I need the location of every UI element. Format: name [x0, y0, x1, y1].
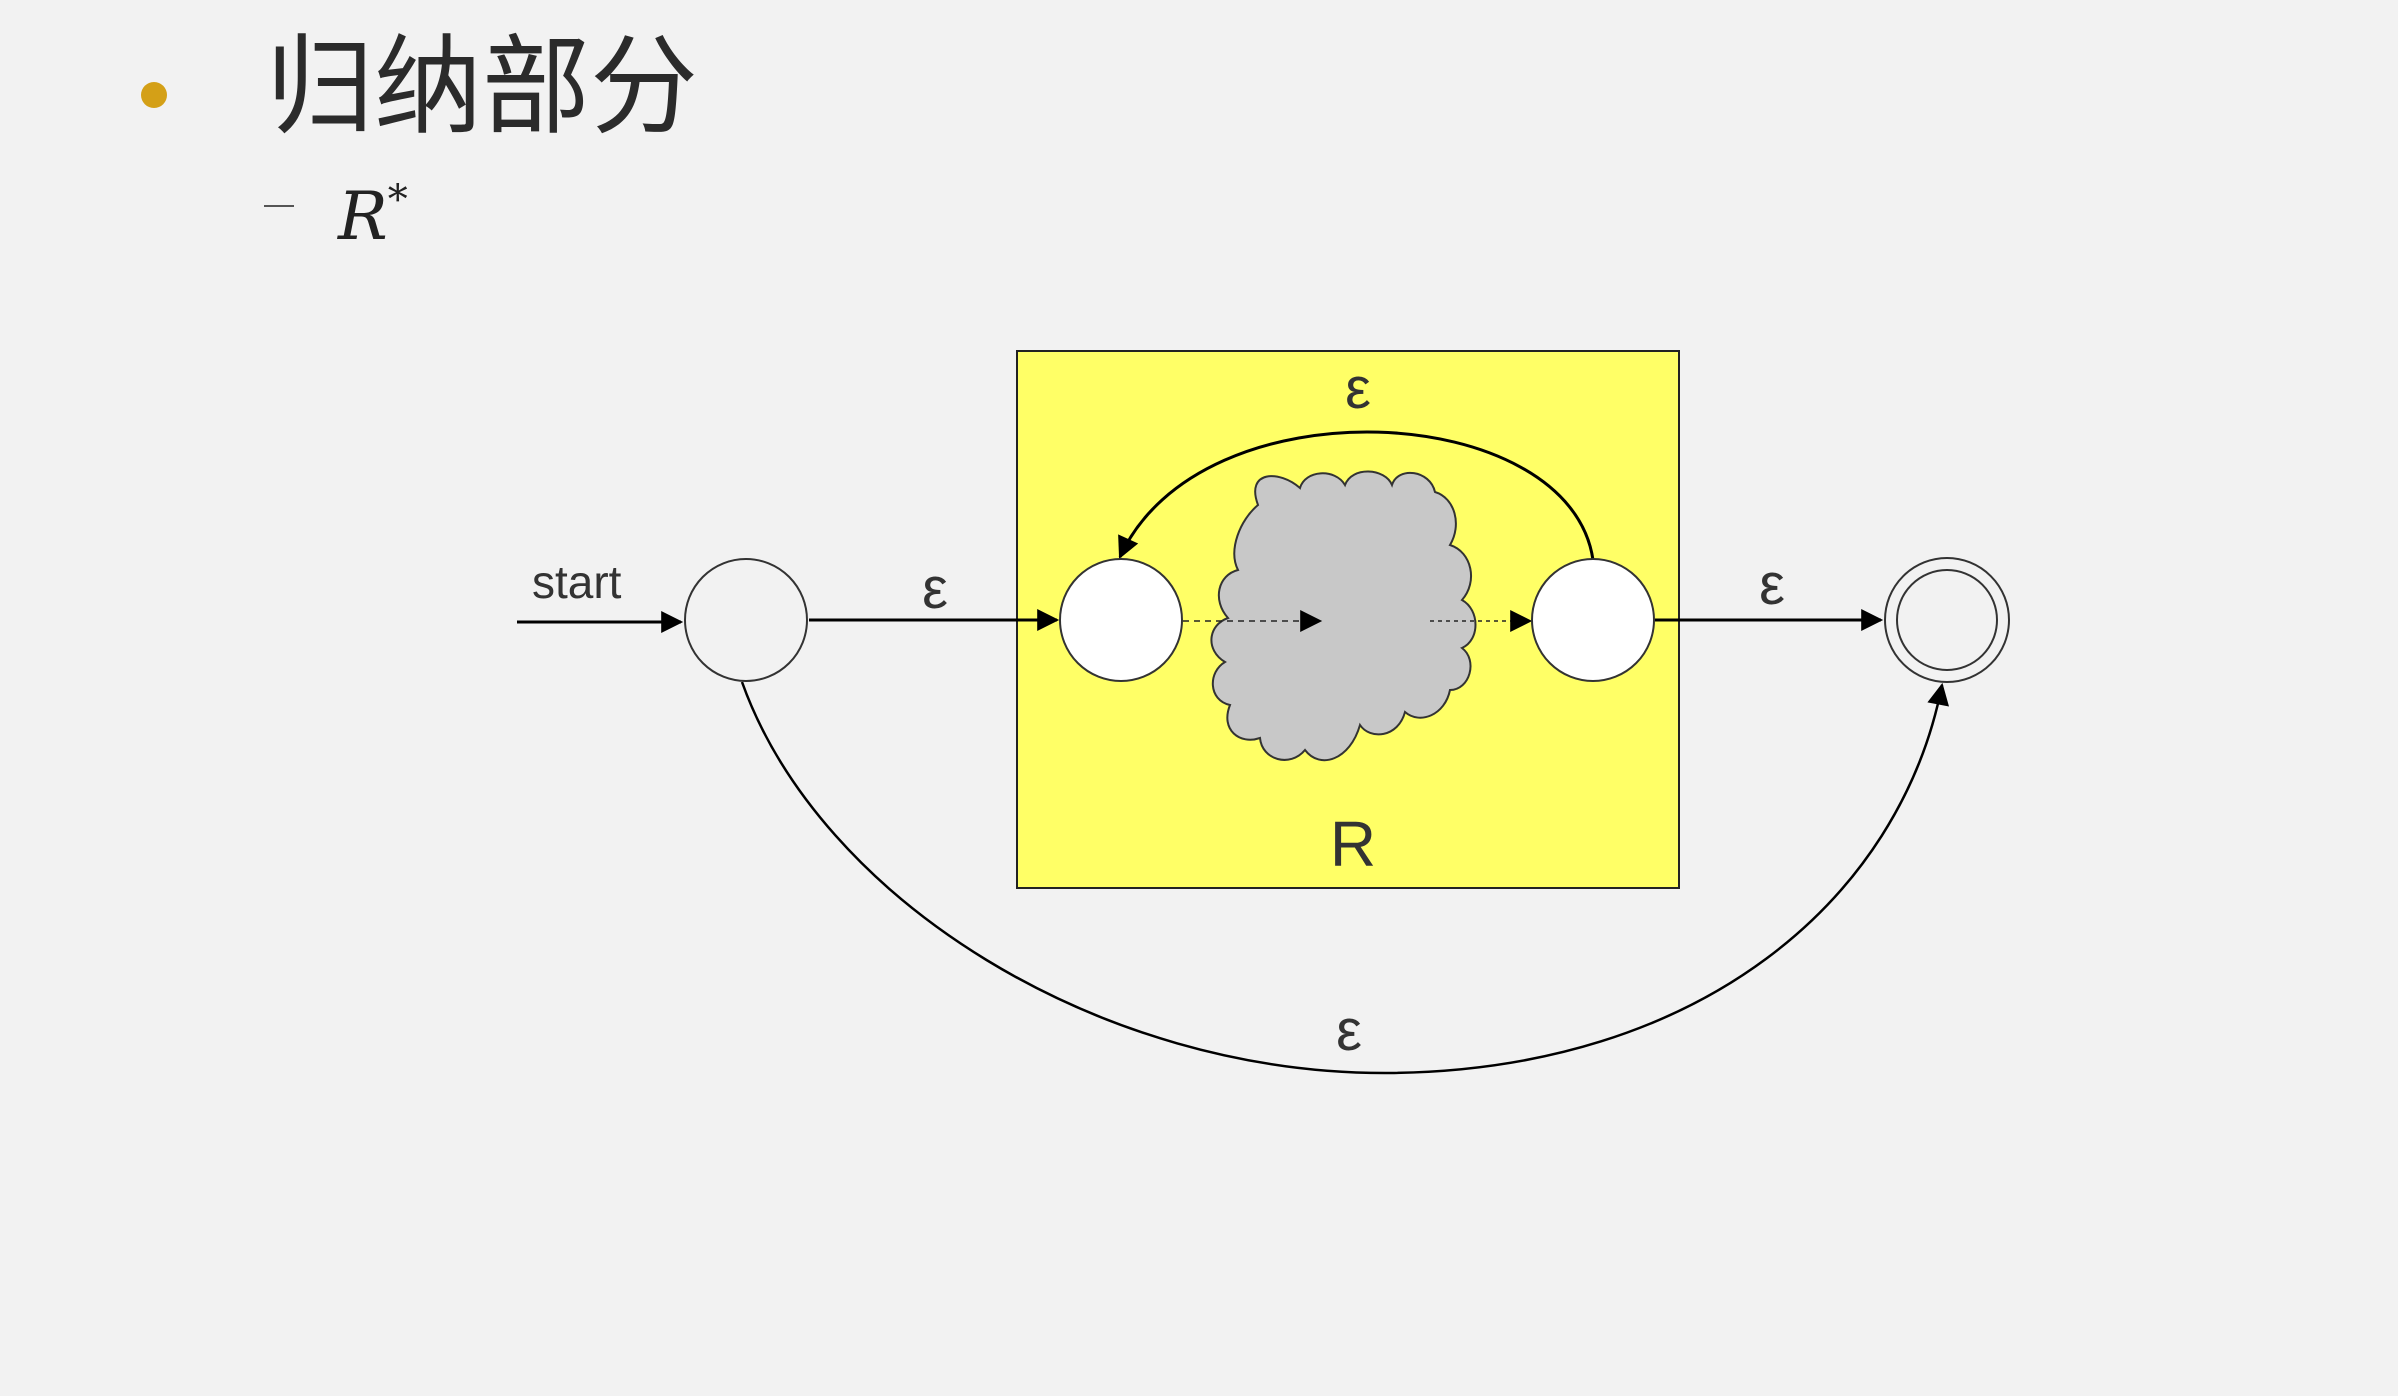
state-start [684, 558, 808, 682]
r-box-label: R [1330, 808, 1376, 880]
cloud-shape [1210, 470, 1477, 762]
sub-bullet-dash [264, 205, 294, 207]
page-title: 归纳部分 [266, 25, 699, 150]
bullet-icon [141, 82, 167, 108]
formula-base: R [338, 178, 388, 255]
formula-superscript: * [387, 177, 408, 223]
sub-item-formula: R* [338, 160, 408, 257]
edge-bypass [740, 681, 1949, 1075]
epsilon-label-exit: ε [1759, 552, 1785, 617]
epsilon-label-bypass: ε [1336, 998, 1362, 1063]
edge-loop-back [1118, 430, 1595, 561]
state-final-inner [1896, 569, 1998, 671]
epsilon-label-entry: ε [922, 556, 948, 621]
state-r-exit [1531, 558, 1655, 682]
state-r-entry [1059, 558, 1183, 682]
epsilon-label-loop: ε [1345, 356, 1371, 421]
start-label: start [532, 556, 622, 608]
